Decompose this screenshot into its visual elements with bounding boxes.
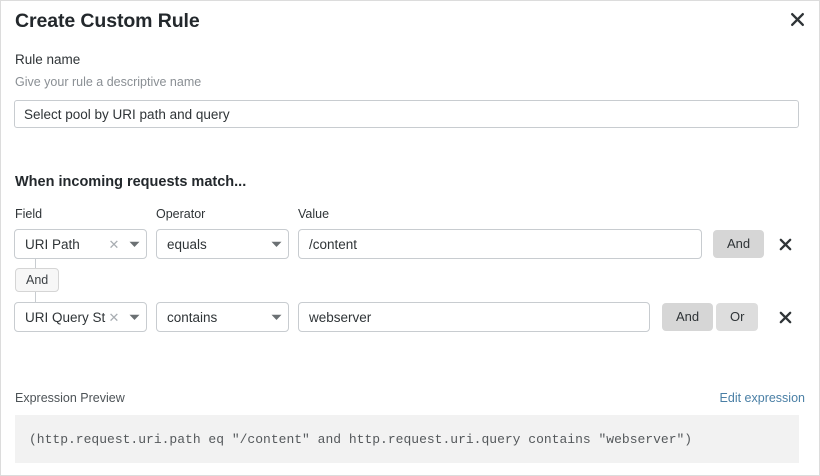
field-select-value: URI Query St... xyxy=(25,309,106,325)
rule-name-input[interactable] xyxy=(14,100,799,128)
operator-select-value: contains xyxy=(167,309,218,325)
rule-name-label: Rule name xyxy=(15,52,81,67)
column-header-operator: Operator xyxy=(156,207,206,221)
clear-field-icon[interactable]: ✕ xyxy=(108,236,120,252)
delete-condition-icon-row-2[interactable] xyxy=(776,308,794,326)
clear-field-icon[interactable]: ✕ xyxy=(108,309,120,325)
rule-name-help-text: Give your rule a descriptive name xyxy=(15,75,202,89)
delete-condition-icon-row-1[interactable] xyxy=(776,235,794,253)
connector-and-badge[interactable]: And xyxy=(15,268,60,292)
or-button-row-2[interactable]: Or xyxy=(716,303,759,331)
chevron-down-icon[interactable] xyxy=(264,241,288,248)
dialog-title: Create Custom Rule xyxy=(15,10,200,32)
close-icon[interactable] xyxy=(786,8,808,30)
column-header-field: Field xyxy=(15,207,43,221)
expression-preview-label: Expression Preview xyxy=(15,391,125,405)
and-button-row-1[interactable]: And xyxy=(713,230,765,258)
expression-preview-box: (http.request.uri.path eq "/content" and… xyxy=(15,415,799,463)
edit-expression-link[interactable]: Edit expression xyxy=(719,391,805,405)
value-input-row-1[interactable] xyxy=(298,229,702,259)
value-input-row-2[interactable] xyxy=(298,302,650,332)
chevron-down-icon[interactable] xyxy=(264,314,288,321)
column-header-value: Value xyxy=(298,207,330,221)
match-section-heading: When incoming requests match... xyxy=(15,174,247,190)
operator-select-row-2[interactable]: contains xyxy=(156,302,289,332)
chevron-down-icon[interactable] xyxy=(122,314,146,321)
operator-select-value: equals xyxy=(167,236,207,252)
chevron-down-icon[interactable] xyxy=(122,241,146,248)
field-select-value: URI Path xyxy=(25,236,80,252)
expression-preview-text: (http.request.uri.path eq "/content" and… xyxy=(29,431,693,447)
operator-select-row-1[interactable]: equals xyxy=(156,229,289,259)
field-select-row-1[interactable]: URI Path ✕ xyxy=(14,229,147,259)
and-button-row-2[interactable]: And xyxy=(662,303,714,331)
field-select-row-2[interactable]: URI Query St... ✕ xyxy=(14,302,147,332)
